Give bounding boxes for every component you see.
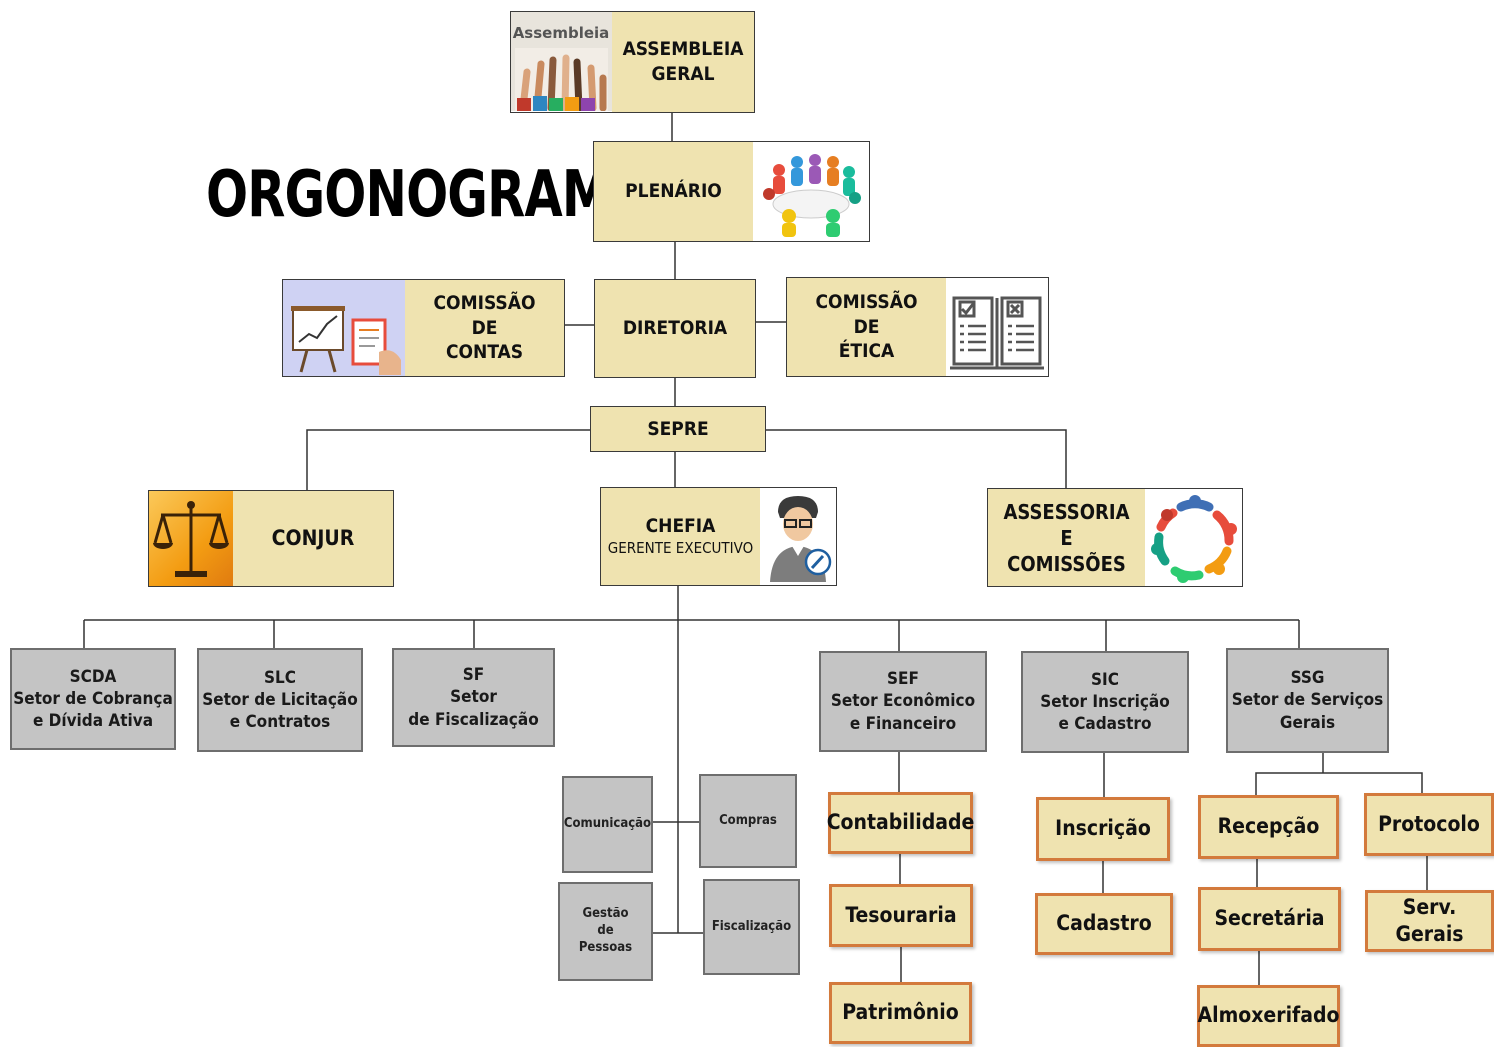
node-almoxerifado[interactable]: Almoxerifado: [1197, 985, 1340, 1047]
node-protocolo[interactable]: Protocolo: [1364, 793, 1494, 856]
node-contabilidade[interactable]: Contabilidade: [827, 792, 974, 854]
comissao-contas-label: COMISSÃO DE CONTAS: [433, 291, 536, 364]
node-comissao-contas[interactable]: COMISSÃO DE CONTAS: [282, 279, 565, 377]
assembleia-sign-text: Assembleia: [513, 24, 610, 42]
node-conjur[interactable]: CONJUR: [148, 490, 394, 587]
page-title: ORGONOGRAMA: [206, 158, 649, 232]
node-assessoria-comissoes[interactable]: ASSESSORIA E COMISSÕES: [987, 488, 1243, 587]
node-inscricao[interactable]: Inscrição: [1036, 797, 1170, 861]
node-sepre[interactable]: SEPRE: [590, 406, 766, 452]
node-sef[interactable]: SEF Setor Econômico e Financeiro: [819, 651, 987, 752]
node-assembleia-geral[interactable]: Assembleia ASSEMBLEIA GERAL: [510, 11, 755, 113]
node-sf[interactable]: SF Setor de Fiscalização: [392, 648, 555, 747]
meeting-people-image: [753, 142, 869, 241]
chefia-subtitle: GERENTE EXECUTIVO: [607, 539, 754, 558]
node-comunicacao[interactable]: Comunicação: [562, 776, 653, 873]
node-patrimonio[interactable]: Patrimônio: [829, 982, 972, 1044]
scales-of-justice-icon: [149, 491, 233, 586]
node-plenario[interactable]: PLENÁRIO: [593, 141, 870, 242]
chefia-title: CHEFIA: [645, 515, 716, 538]
conjur-label: CONJUR: [271, 525, 355, 550]
node-cadastro[interactable]: Cadastro: [1035, 893, 1173, 955]
node-tesouraria[interactable]: Tesouraria: [829, 884, 973, 947]
node-secretaria[interactable]: Secretária: [1198, 887, 1341, 951]
node-ssg[interactable]: SSG Setor de Serviços Gerais: [1226, 648, 1389, 753]
checklist-book-icon: [946, 278, 1048, 376]
node-slc[interactable]: SLC Setor de Licitação e Contratos: [197, 648, 363, 752]
node-sic[interactable]: SIC Setor Inscrição e Cadastro: [1021, 651, 1189, 753]
node-gestao-pessoas[interactable]: Gestão de Pessoas: [558, 882, 653, 981]
plenario-label: PLENÁRIO: [625, 180, 722, 203]
node-fiscalizacao[interactable]: Fiscalização: [703, 879, 800, 975]
assembleia-label: ASSEMBLEIA GERAL: [622, 38, 744, 85]
node-comissao-etica[interactable]: COMISSÃO DE ÉTICA: [786, 277, 1049, 377]
diretoria-label: DIRETORIA: [622, 317, 728, 340]
assembly-hands-image: Assembleia: [511, 12, 612, 112]
chefia-label-group: CHEFIA GERENTE EXECUTIVO: [601, 514, 760, 558]
node-serv-gerais[interactable]: Serv. Gerais: [1365, 890, 1494, 952]
assessoria-label: ASSESSORIA E COMISSÕES: [1003, 499, 1130, 576]
node-recepcao[interactable]: Recepção: [1198, 795, 1339, 859]
node-chefia[interactable]: CHEFIA GERENTE EXECUTIVO: [600, 487, 837, 586]
manager-avatar-icon: [760, 488, 836, 585]
node-diretoria[interactable]: DIRETORIA: [594, 279, 756, 378]
team-circle-icon: [1145, 489, 1242, 586]
sepre-label: SEPRE: [647, 417, 709, 440]
node-compras[interactable]: Compras: [699, 774, 797, 868]
comissao-etica-label: COMISSÃO DE ÉTICA: [815, 290, 918, 363]
node-scda[interactable]: SCDA Setor de Cobrança e Dívida Ativa: [10, 648, 176, 750]
chart-presentation-image: [283, 280, 405, 376]
